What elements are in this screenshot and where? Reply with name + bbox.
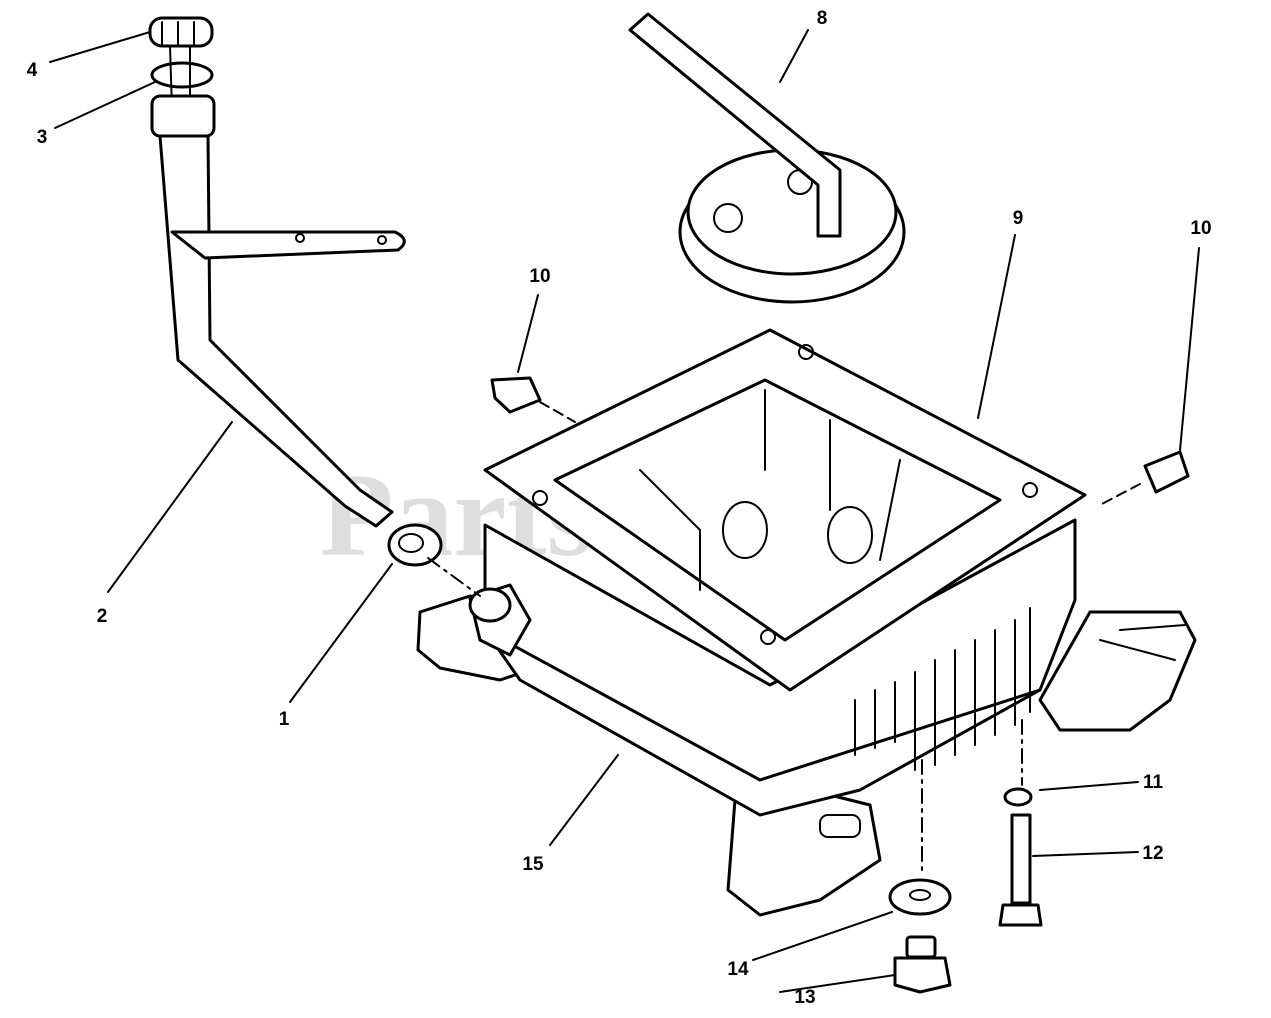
callout-10-right: 10	[1190, 218, 1211, 239]
part-10-pipe-plug-right	[1097, 450, 1190, 507]
callout-9: 9	[1013, 208, 1024, 229]
callout-1: 1	[279, 709, 290, 730]
callout-11: 11	[1143, 772, 1164, 793]
leader-lines	[49, 29, 1200, 993]
callout-2: 2	[97, 606, 108, 627]
part-11-lock-washer	[1003, 787, 1033, 807]
part-3-o-ring	[150, 61, 214, 89]
cooling-fins	[854, 607, 1031, 771]
part-1-grommet	[387, 523, 443, 567]
part-14-flat-washer	[888, 878, 952, 916]
part-8-breather-tube	[628, 12, 906, 304]
callout-labels: 4 3 2 1 8 9 10 10 11 12 13 14 15	[27, 8, 1212, 1008]
callout-10-left: 10	[529, 266, 550, 287]
callout-15: 15	[522, 854, 544, 875]
callout-12: 12	[1142, 843, 1163, 864]
part-12-bolt	[998, 813, 1043, 927]
assembly-lines	[427, 557, 1023, 876]
part-13-drain-plug	[893, 935, 952, 994]
callout-14: 14	[727, 959, 749, 980]
callout-13: 13	[794, 987, 815, 1008]
callout-3: 3	[37, 127, 48, 148]
part-2-dipstick-tube	[150, 94, 406, 528]
part-10-pipe-plug-left	[490, 376, 576, 423]
callout-4: 4	[27, 60, 38, 81]
part-15-oil-base	[416, 328, 1197, 917]
callout-8: 8	[817, 8, 828, 29]
